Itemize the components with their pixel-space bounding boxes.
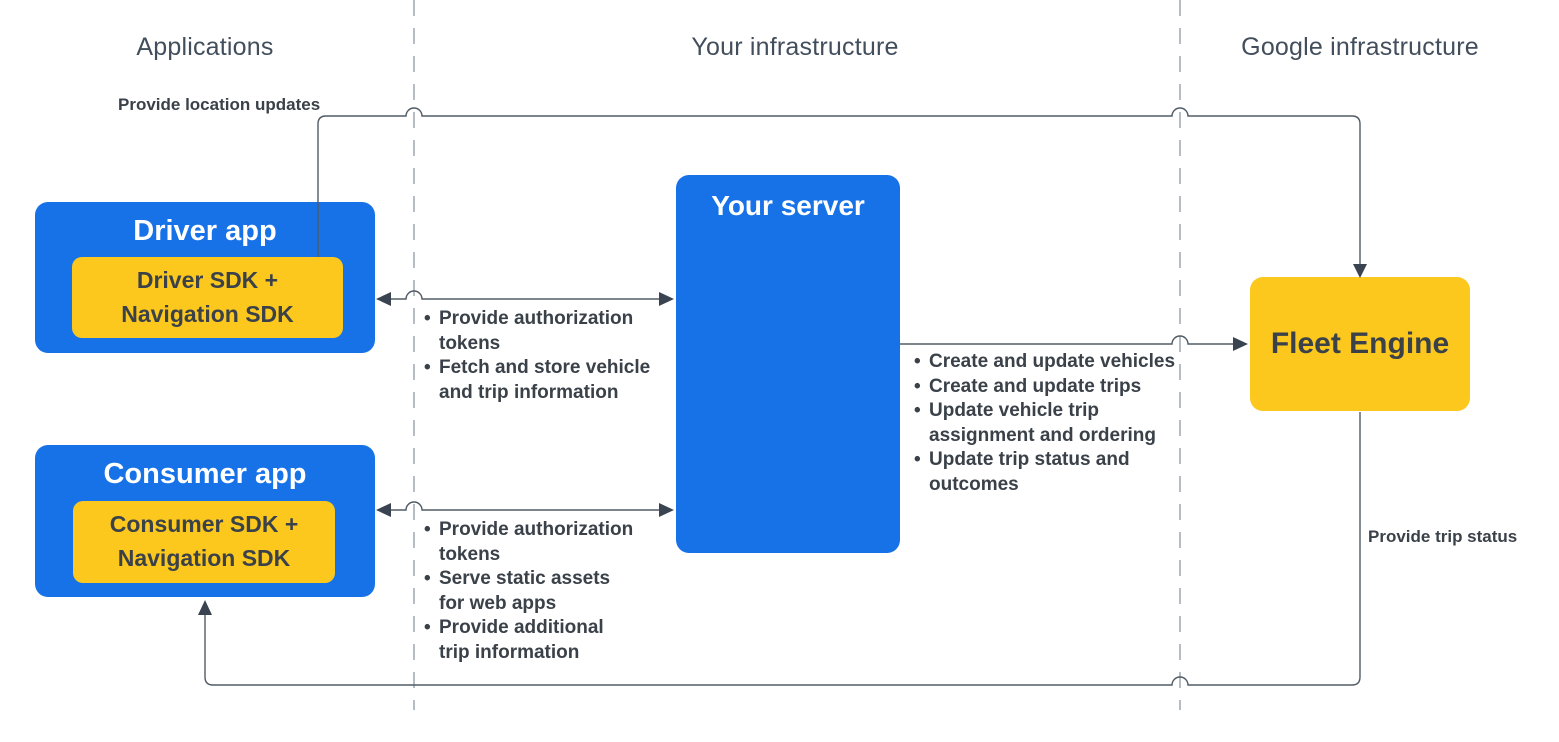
- column-header-your-infrastructure: Your infrastructure: [691, 33, 899, 61]
- bullet-list-driver-server: Provide authorization tokensFetch and st…: [424, 307, 664, 405]
- bullet-item: Serve static assets for web apps: [424, 567, 664, 616]
- bullet-item: Provide authorization tokens: [424, 307, 664, 356]
- bullet-item: Fetch and store vehicle and trip informa…: [424, 356, 664, 405]
- arrowhead-driver-server-right: [659, 292, 674, 306]
- arrow-server-fleet: [900, 335, 1233, 345]
- bullet-item: Update trip status and outcomes: [914, 448, 1194, 497]
- arrowhead-consumer-server-right: [659, 503, 674, 517]
- arrowhead-consumer-server-left: [376, 503, 391, 517]
- bullet-list-server-fleet: Create and update vehiclesCreate and upd…: [914, 350, 1194, 497]
- label-provide-trip-status: Provide trip status: [1368, 527, 1518, 546]
- column-header-google-infrastructure: Google infrastructure: [1241, 33, 1479, 61]
- fleet-engine-title: Fleet Engine: [1270, 327, 1450, 360]
- driver-sdk-label: Driver SDK + Navigation SDK: [121, 267, 294, 327]
- arrow-driver-server: [390, 290, 660, 300]
- fleet-engine-node: Fleet Engine: [1250, 277, 1470, 411]
- bullet-item: Create and update trips: [914, 375, 1194, 400]
- label-provide-location-updates: Provide location updates: [118, 95, 321, 114]
- arrowhead-server-fleet: [1233, 337, 1248, 351]
- consumer-sdk-label: Consumer SDK + Navigation SDK: [109, 511, 299, 571]
- bullet-list-consumer-server: Provide authorization tokensServe static…: [424, 518, 664, 665]
- bullet-item: Create and update vehicles: [914, 350, 1194, 375]
- arrowhead-trip-status: [198, 600, 212, 615]
- arrow-consumer-server: [390, 501, 660, 511]
- driver-sdk-node: Driver SDK + Navigation SDK: [72, 257, 343, 338]
- driver-app-title: Driver app: [133, 215, 277, 247]
- bullet-item: Provide authorization tokens: [424, 518, 664, 567]
- arrowhead-location-updates: [1353, 264, 1367, 278]
- arrowhead-driver-server-left: [376, 292, 391, 306]
- bullet-item: Update vehicle trip assignment and order…: [914, 399, 1194, 448]
- bullet-item: Provide additional trip information: [424, 616, 664, 665]
- consumer-sdk-node: Consumer SDK + Navigation SDK: [73, 501, 335, 583]
- consumer-app-title: Consumer app: [103, 458, 307, 490]
- your-server-node: Your server: [676, 175, 900, 553]
- column-header-applications: Applications: [136, 33, 274, 61]
- your-server-title: Your server: [711, 190, 865, 221]
